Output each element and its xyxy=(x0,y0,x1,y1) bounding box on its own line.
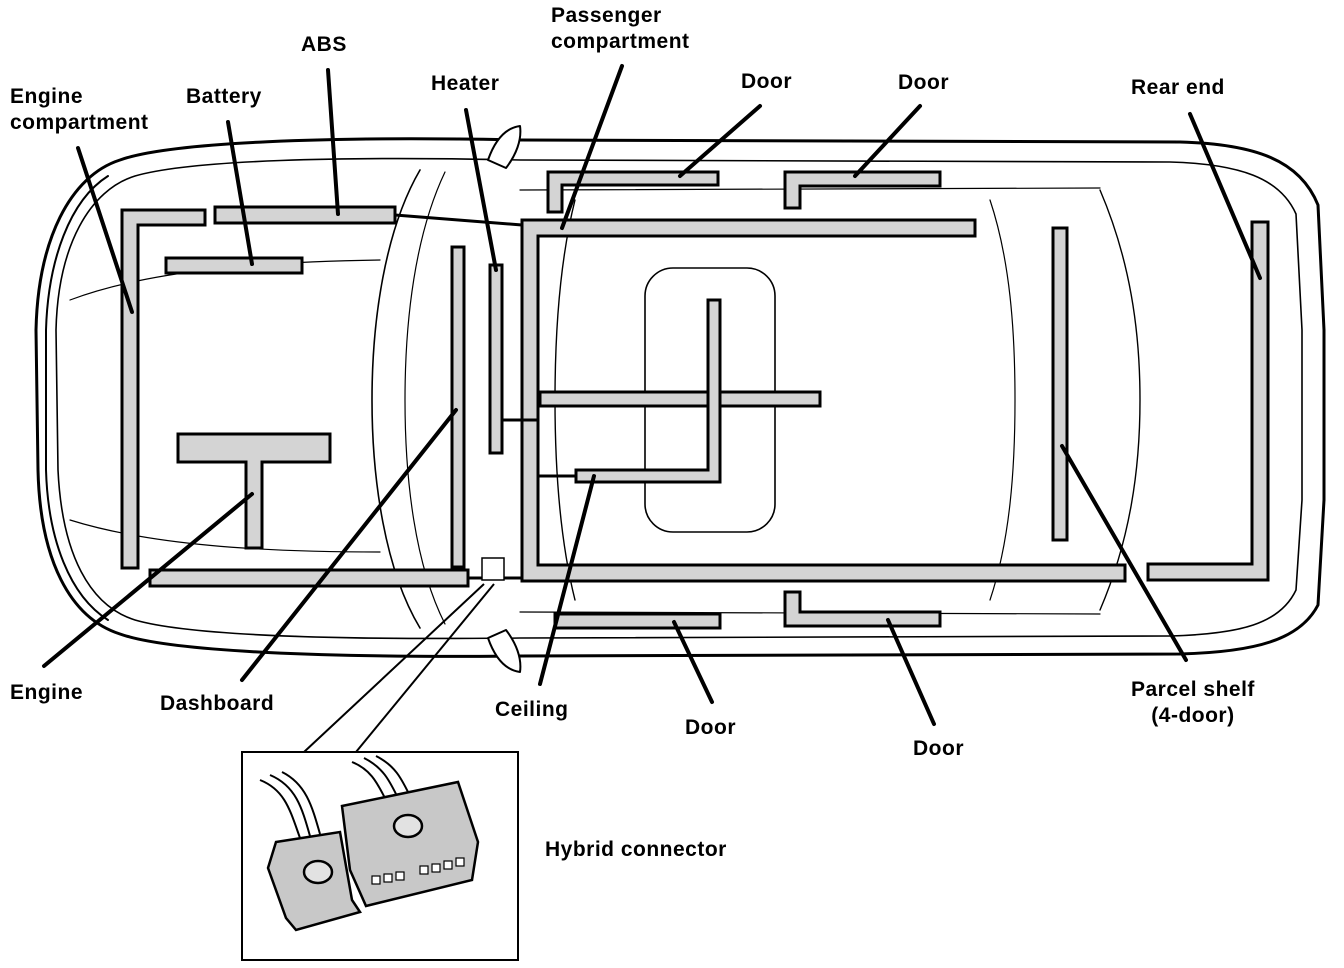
label-door-front-bottom: Door xyxy=(685,716,736,739)
label-parcel-shelf: Parcel shelf (4-door) xyxy=(1131,677,1255,729)
leader-dashboard xyxy=(240,408,458,682)
hybrid-connector-marker xyxy=(481,557,505,581)
leader-battery xyxy=(226,120,254,266)
pin xyxy=(431,863,441,873)
leader-door-front-top xyxy=(678,104,762,178)
leader-abs xyxy=(326,68,340,216)
leader-passenger-compartment xyxy=(560,64,624,230)
callout-line-left xyxy=(303,583,485,753)
label-door-front-top: Door xyxy=(741,70,792,93)
hood-line-2 xyxy=(69,519,381,553)
car-body-outer xyxy=(34,137,1326,658)
harness-rear-end xyxy=(1146,220,1270,582)
leader-lines xyxy=(42,64,1262,726)
pin xyxy=(419,865,429,875)
label-engine-compartment: Engine compartment xyxy=(10,84,149,136)
mirror-bottom xyxy=(487,629,522,673)
windshield xyxy=(371,169,421,629)
harnesses xyxy=(120,170,1270,630)
label-door-rear-bottom: Door xyxy=(913,737,964,760)
harness-bottom-main xyxy=(148,568,470,588)
side-sill-top xyxy=(519,187,1101,191)
wire xyxy=(259,779,301,839)
label-engine-compartment-line2: compartment xyxy=(10,111,149,134)
label-ceiling: Ceiling xyxy=(495,698,569,721)
label-heater: Heater xyxy=(431,72,500,95)
connector-right-block xyxy=(340,780,480,908)
label-hybrid-connector: Hybrid connector xyxy=(545,838,727,861)
harness-door-rear-top xyxy=(783,170,942,210)
label-passenger-compartment-line2: compartment xyxy=(551,30,690,53)
harness-engine xyxy=(176,432,332,550)
rear-window-2 xyxy=(989,199,1016,601)
pin xyxy=(455,857,465,867)
harness-dashboard xyxy=(450,245,466,569)
hybrid-connector-inset xyxy=(241,751,519,961)
leader-door-front-bottom xyxy=(672,620,714,704)
harness-engine-compartment xyxy=(120,208,207,570)
label-battery: Battery xyxy=(186,85,262,108)
leader-engine xyxy=(42,492,254,668)
harness-door-front-bottom xyxy=(553,612,722,630)
wire xyxy=(269,774,311,837)
windshield-inner xyxy=(404,171,446,625)
rear-window xyxy=(1099,189,1141,611)
pin xyxy=(443,860,453,870)
leader-rear-end xyxy=(1188,112,1262,280)
connector-right-latch xyxy=(392,813,424,839)
stub-abs-link xyxy=(394,213,523,227)
leader-parcel-shelf xyxy=(1060,444,1188,662)
harness-door-rear-bottom xyxy=(783,590,942,628)
wire xyxy=(281,771,321,835)
harness-parcel-shelf xyxy=(1051,226,1069,542)
front-bumper xyxy=(45,175,109,621)
leader-engine-compartment xyxy=(76,146,134,314)
label-parcel-shelf-line2: (4-door) xyxy=(1151,704,1235,727)
label-engine-compartment-line1: Engine xyxy=(10,85,84,108)
leader-door-rear-bottom xyxy=(886,618,936,726)
connector-left-latch xyxy=(302,859,334,885)
label-passenger-compartment-line1: Passenger xyxy=(551,4,662,27)
leader-heater xyxy=(464,108,498,272)
harness-battery xyxy=(164,256,304,275)
pin xyxy=(371,875,381,885)
leader-ceiling xyxy=(538,474,596,686)
connector-right-body xyxy=(340,780,480,908)
label-passenger-compartment: Passenger compartment xyxy=(551,3,690,55)
label-parcel-shelf-line1: Parcel shelf xyxy=(1131,678,1255,701)
harness-center-horizontal xyxy=(538,390,822,408)
pin xyxy=(383,873,393,883)
label-engine: Engine xyxy=(10,681,84,704)
mirror-top xyxy=(487,125,522,169)
pin xyxy=(395,871,405,881)
harness-passenger-frame xyxy=(520,218,1127,583)
harness-door-front-top xyxy=(546,170,720,214)
label-dashboard: Dashboard xyxy=(160,692,275,715)
connector-left-block xyxy=(266,830,362,932)
label-abs: ABS xyxy=(301,33,347,56)
label-door-rear-top: Door xyxy=(898,71,949,94)
label-rear-end: Rear end xyxy=(1131,76,1225,99)
callout-line-right xyxy=(355,583,495,753)
harness-heater xyxy=(488,263,504,455)
connector-pins xyxy=(371,857,465,885)
leader-door-rear-top xyxy=(853,104,922,178)
connector-callout xyxy=(303,583,495,753)
harness-ceiling xyxy=(574,298,722,484)
